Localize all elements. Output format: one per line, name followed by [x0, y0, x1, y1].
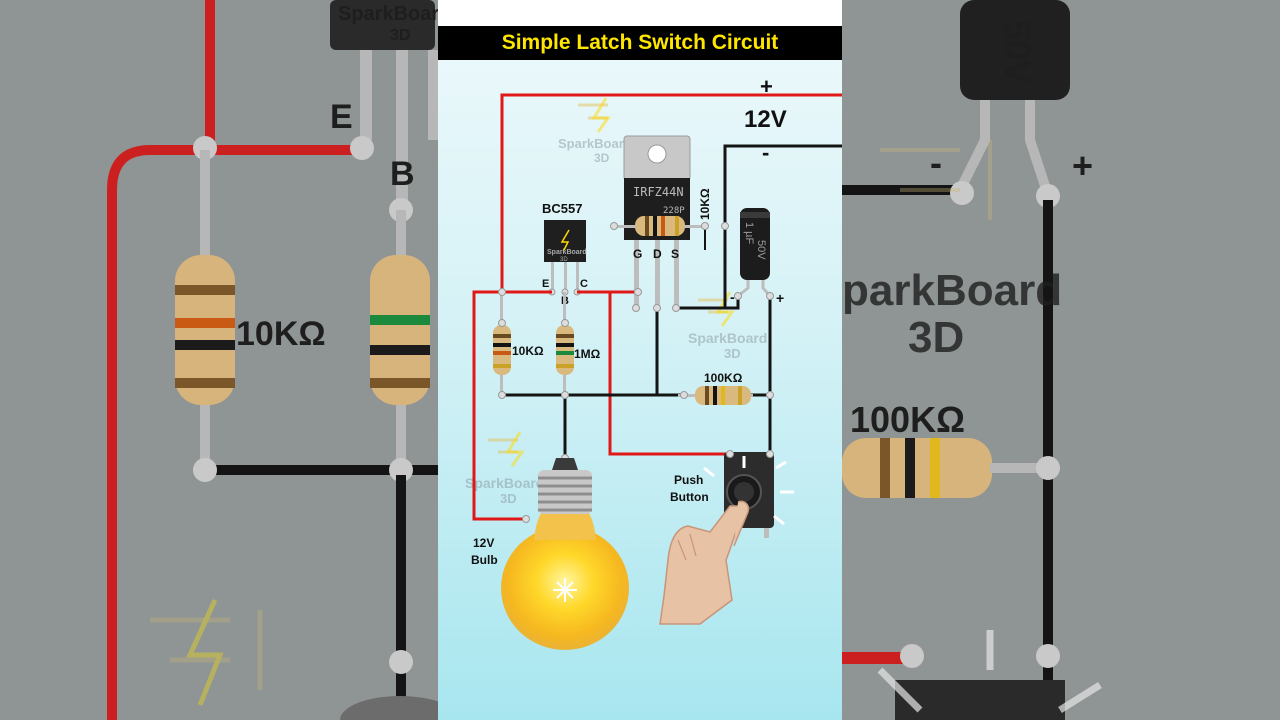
- push-button-label-line1: Push: [674, 473, 703, 487]
- background-b-label: B: [390, 155, 415, 193]
- mosfet-pin-g: G: [633, 247, 642, 261]
- supply-voltage-label: 12V: [744, 106, 787, 133]
- circuit-diagram: SparkBoard 3D SparkBoard 3D SparkBoard 3…: [465, 74, 842, 650]
- svg-text:3D: 3D: [594, 151, 610, 165]
- mosfet-code: 228P: [663, 206, 685, 216]
- wire-emitter-rail: [472, 290, 526, 521]
- mosfet-marking: IRFZ44N: [633, 185, 684, 199]
- background-plus-sign: +: [1072, 145, 1093, 186]
- mosfet-pin-s: S: [671, 247, 679, 261]
- wire-positive-supply: [500, 93, 842, 292]
- svg-text:SparkBoard: SparkBoard: [688, 330, 767, 346]
- resistor-10k-gate: 10KΩ: [610, 188, 712, 236]
- background-brand-big: parkBoard: [842, 266, 1062, 315]
- bulb-label-line2: Bulb: [471, 553, 498, 567]
- transistor-pin-c: C: [580, 278, 588, 290]
- mosfet-pin-d: D: [653, 247, 662, 261]
- watermark-top: SparkBoard 3D: [558, 97, 632, 165]
- resistor-1m-base-label: 1MΩ: [574, 347, 601, 361]
- background-100k-label: 100KΩ: [850, 399, 965, 440]
- svg-text:50V: 50V: [755, 240, 767, 260]
- title-bar: Simple Latch Switch Circuit: [438, 26, 842, 60]
- capacitor-minus: -: [730, 289, 735, 305]
- capacitor-1uf-50v: 1 µF 50V - +: [730, 208, 784, 306]
- transistor-model-label: BC557: [542, 201, 582, 216]
- background-right-circuit: 50V - + parkBoard 3D 100KΩ: [842, 0, 1280, 720]
- hand-icon: [659, 500, 750, 625]
- page-title: Simple Latch Switch Circuit: [501, 31, 779, 54]
- push-button-label-line2: Button: [670, 490, 709, 504]
- transistor-bc557: BC557 SparkBoard 3D E B C: [502, 201, 610, 307]
- wire-collector-button: [608, 292, 730, 456]
- capacitor-marking: 1 µF: [743, 222, 755, 245]
- svg-text:3D: 3D: [724, 346, 741, 361]
- watermark-bottom: SparkBoard 3D: [465, 431, 544, 506]
- watermark-middle: SparkBoard 3D: [688, 291, 767, 361]
- resistor-10k-emitter-label: 10KΩ: [512, 344, 544, 358]
- bulb-12v: [501, 458, 629, 650]
- panel-top-strip: [438, 0, 842, 26]
- svg-text:3D: 3D: [390, 27, 410, 44]
- supply-minus-sign: -: [762, 140, 769, 165]
- resistor-10k-gate-label: 10KΩ: [698, 188, 712, 220]
- resistor-1m-base: 1MΩ: [556, 292, 601, 399]
- resistor-100k-feedback: 100KΩ: [678, 371, 774, 405]
- capacitor-plus: +: [776, 290, 784, 306]
- svg-text:3D: 3D: [908, 313, 964, 362]
- svg-text:SparkBoard: SparkBoard: [465, 475, 544, 491]
- background-resistor-label: 10KΩ: [236, 315, 326, 353]
- background-left-circuit: SparkBoard 3D E B 10KΩ: [107, 0, 460, 720]
- background-e-label: E: [330, 98, 353, 136]
- background-brand-text: SparkBoard: [338, 3, 451, 25]
- svg-text:SparkBoard: SparkBoard: [558, 136, 632, 151]
- press-sparkle-icon: [703, 456, 794, 526]
- transistor-brand: SparkBoard: [547, 249, 587, 256]
- bulb-label-line1: 12V: [473, 536, 494, 550]
- svg-text:3D: 3D: [500, 491, 517, 506]
- supply-plus-sign: +: [760, 74, 773, 99]
- background-minus-sign: -: [930, 142, 942, 183]
- svg-text:3D: 3D: [560, 257, 568, 263]
- transistor-pin-e: E: [542, 278, 549, 290]
- diagram-panel: Simple Latch Switch Circuit SparkBoard 3…: [438, 0, 842, 720]
- resistor-10k-emitter: 10KΩ: [493, 292, 544, 399]
- filament-sparkle-icon: [553, 578, 577, 602]
- resistor-100k-label: 100KΩ: [704, 371, 743, 385]
- background-capacitor-marking: 50V: [997, 20, 1038, 84]
